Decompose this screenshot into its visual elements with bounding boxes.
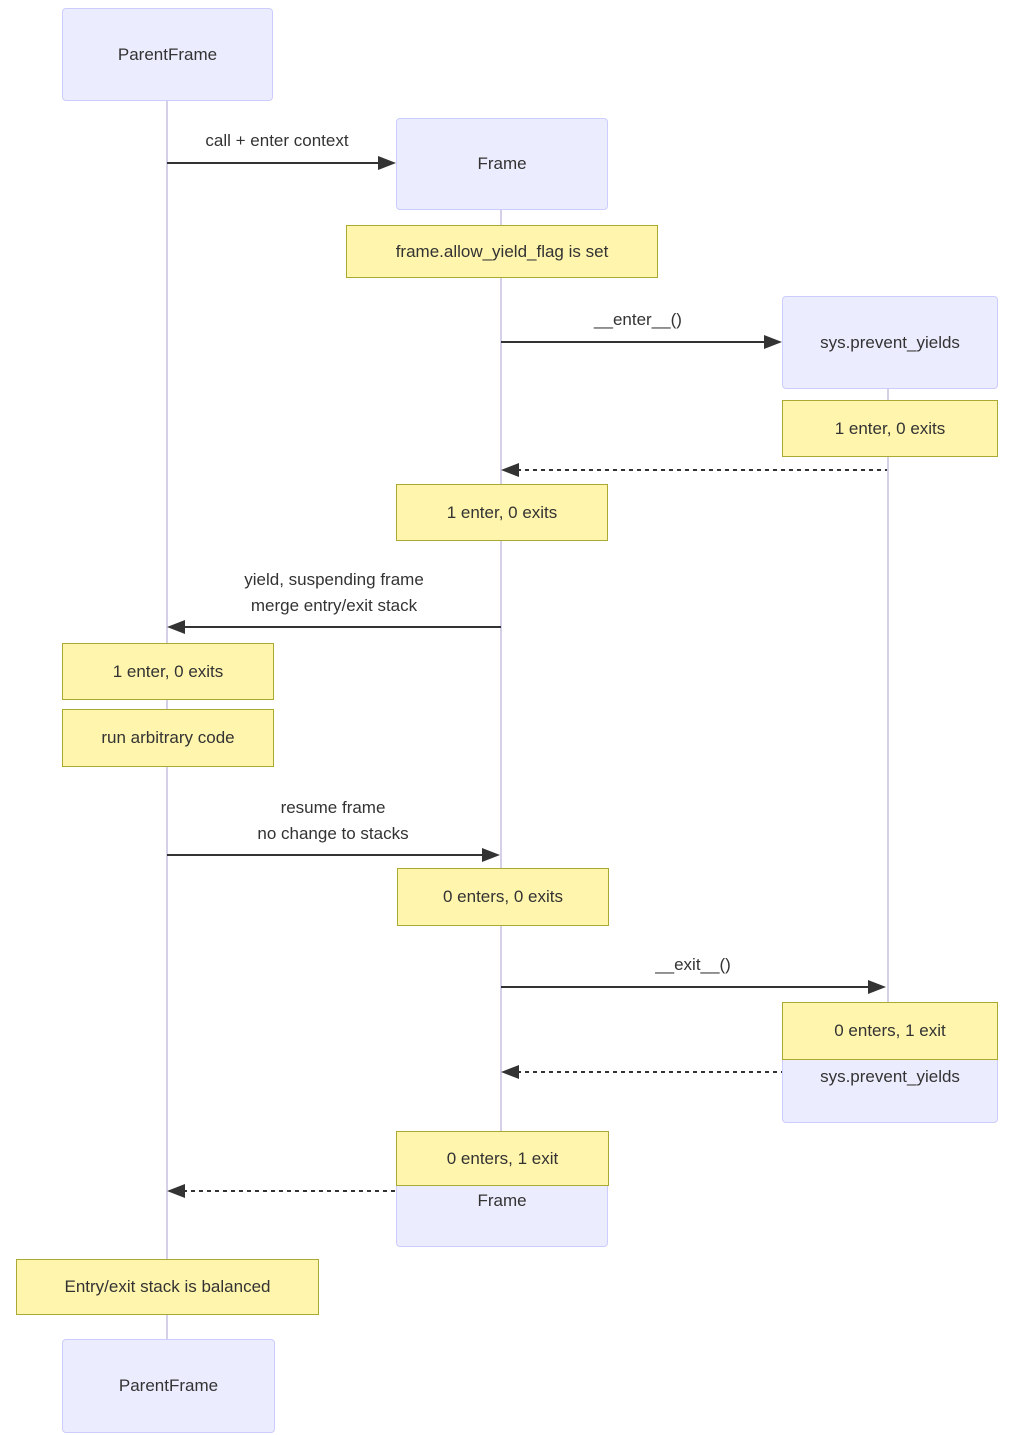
note-frame-1-enter-0-exits: 1 enter, 0 exits — [396, 484, 608, 541]
message-label-exit-dunder: __exit__() — [655, 955, 731, 974]
actor-label-parentframe-bottom: ParentFrame — [118, 1376, 219, 1395]
arrowhead-right-icon — [482, 848, 500, 862]
message-label-line-2: merge entry/exit stack — [250, 596, 418, 615]
actor-label-sys-end: sys.prevent_yields — [820, 1067, 960, 1086]
note-frame-allow-yield-flag: frame.allow_yield_flag is set — [346, 225, 658, 278]
message-line-call-enter-context — [167, 162, 379, 164]
message-label-line-2: no change to stacks — [257, 824, 409, 843]
note-parentframe-1-enter-0-exits: 1 enter, 0 exits — [62, 643, 274, 700]
actor-box-sys-prevent-yields-created: sys.prevent_yields — [782, 296, 998, 389]
message-label-call-enter-context: call + enter context — [205, 131, 349, 150]
actor-label-parentframe-top: ParentFrame — [117, 44, 218, 64]
return-line-sys-to-frame — [517, 469, 887, 471]
message-label-resume-frame: resume frame no change to stacks — [257, 795, 408, 847]
message-label-yield-suspending: yield, suspending frame merge entry/exit… — [244, 567, 424, 619]
note-frame-0-enters-0-exits: 0 enters, 0 exits — [397, 868, 609, 926]
arrowhead-left-icon — [167, 1184, 185, 1198]
arrowhead-right-icon — [378, 156, 396, 170]
note-sys-1-enter-0-exits: 1 enter, 0 exits — [782, 400, 998, 457]
actor-label-sys-created: sys.prevent_yields — [820, 332, 960, 352]
actor-label-frame-end: Frame — [477, 1190, 527, 1210]
return-line-sys-to-frame-exit — [517, 1071, 782, 1073]
lifeline-sys-prevent-yields — [887, 387, 889, 1031]
message-label-enter-dunder: __enter__() — [594, 310, 682, 329]
message-line-yield-suspending — [183, 626, 501, 628]
actor-label-frame-created: Frame — [477, 154, 527, 173]
arrowhead-right-icon — [764, 335, 782, 349]
message-label-line-1: yield, suspending frame — [244, 570, 424, 589]
note-frame-0-enters-1-exit: 0 enters, 1 exit — [396, 1131, 609, 1186]
arrowhead-left-icon — [501, 1065, 519, 1079]
message-line-resume-frame — [167, 854, 483, 856]
note-sys-0-enters-1-exit: 0 enters, 1 exit — [782, 1002, 998, 1060]
message-line-exit-dunder — [501, 986, 869, 988]
arrowhead-left-icon — [167, 620, 185, 634]
arrowhead-right-icon — [868, 980, 886, 994]
actor-box-parentframe-bottom: ParentFrame — [62, 1339, 275, 1433]
actor-box-parentframe-top: ParentFrame — [62, 8, 273, 101]
message-line-enter-dunder — [501, 341, 765, 343]
arrowhead-left-icon — [501, 463, 519, 477]
message-label-line-1: resume frame — [280, 798, 386, 817]
return-line-frame-to-parentframe — [183, 1190, 396, 1192]
lifeline-frame — [500, 208, 502, 1154]
note-run-arbitrary-code: run arbitrary code — [62, 709, 274, 767]
note-entry-exit-stack-balanced: Entry/exit stack is balanced — [16, 1259, 319, 1315]
actor-box-frame-created: Frame — [396, 118, 608, 210]
